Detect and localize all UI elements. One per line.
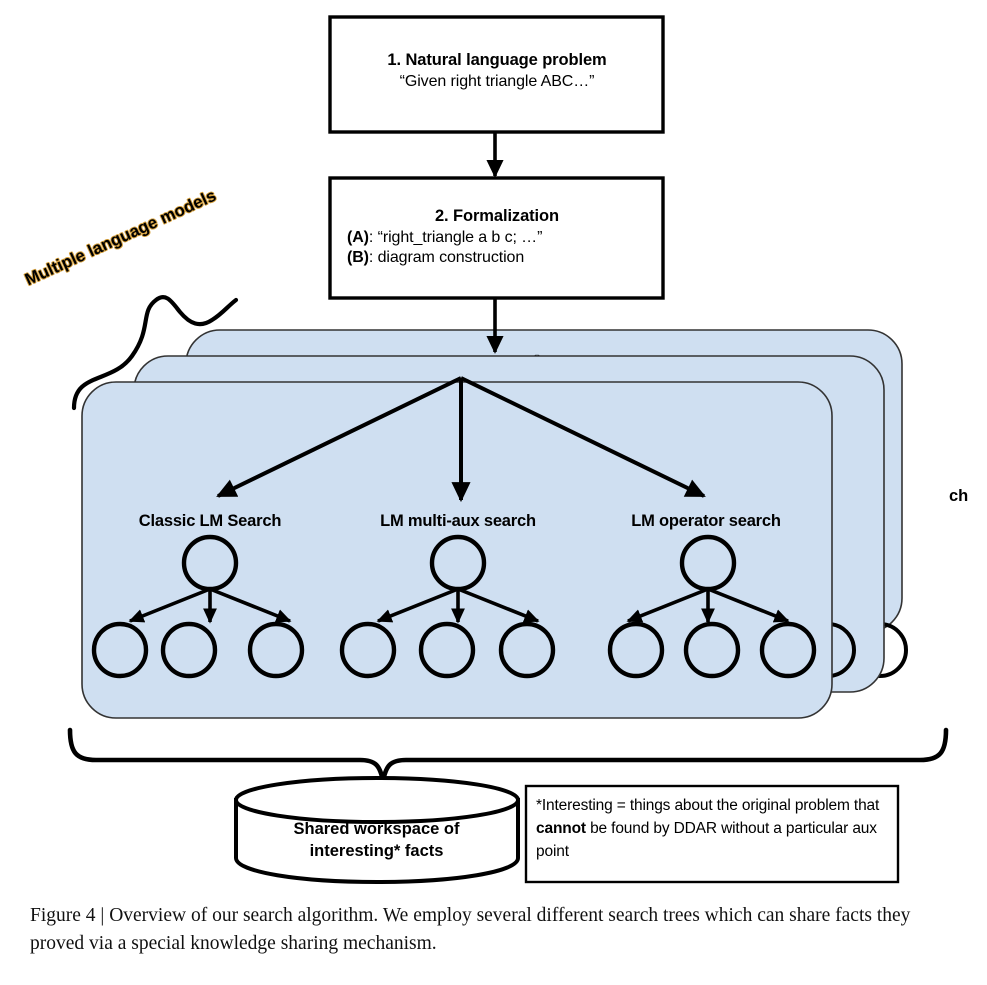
tree-edge-left [128, 587, 211, 623]
footnote-part-2: be found by DDAR without a particular au… [536, 819, 877, 860]
tree-leaf-node [160, 621, 218, 679]
tree-leaf-node [607, 621, 665, 679]
step-box-formalization [328, 176, 665, 300]
multiple-models-brace [71, 295, 239, 411]
fanout-arrow-left [216, 376, 462, 498]
tree-leaf-node [91, 621, 149, 679]
tree-leaf-node [418, 621, 476, 679]
tree-edge-right [707, 587, 790, 623]
tree-edge-right [457, 587, 540, 623]
tree-edge-left [626, 587, 709, 623]
tree-leaf-node [683, 621, 741, 679]
fanout-to-search-trees [216, 376, 706, 503]
search-tree-lm-operator-search [607, 534, 817, 679]
step-box-natural-language-problem [328, 15, 665, 134]
tree-leaf-node [247, 621, 305, 679]
fanout-arrow-right [460, 376, 706, 498]
footnote-emphasis: cannot [536, 819, 586, 837]
tree-leaf-node [759, 621, 817, 679]
bottom-aggregation-brace [67, 727, 949, 784]
card-front-shape [81, 381, 833, 719]
search-tree-lm-multi-aux-search [339, 534, 556, 679]
shared-workspace-cylinder [234, 776, 520, 885]
tree-leaf-node [339, 621, 397, 679]
footnote-box [524, 784, 900, 884]
figure-caption: Figure 4 | Overview of our search algori… [30, 905, 911, 954]
tree-leaf-node [498, 621, 556, 679]
tree-edge-left [376, 587, 459, 623]
footnote-part-1: *Interesting = things about the original… [536, 797, 880, 814]
tree-edge-right [209, 587, 292, 623]
search-tree-classic-lm-search [91, 534, 305, 679]
footnote-text: *Interesting = things about the original… [536, 795, 888, 864]
